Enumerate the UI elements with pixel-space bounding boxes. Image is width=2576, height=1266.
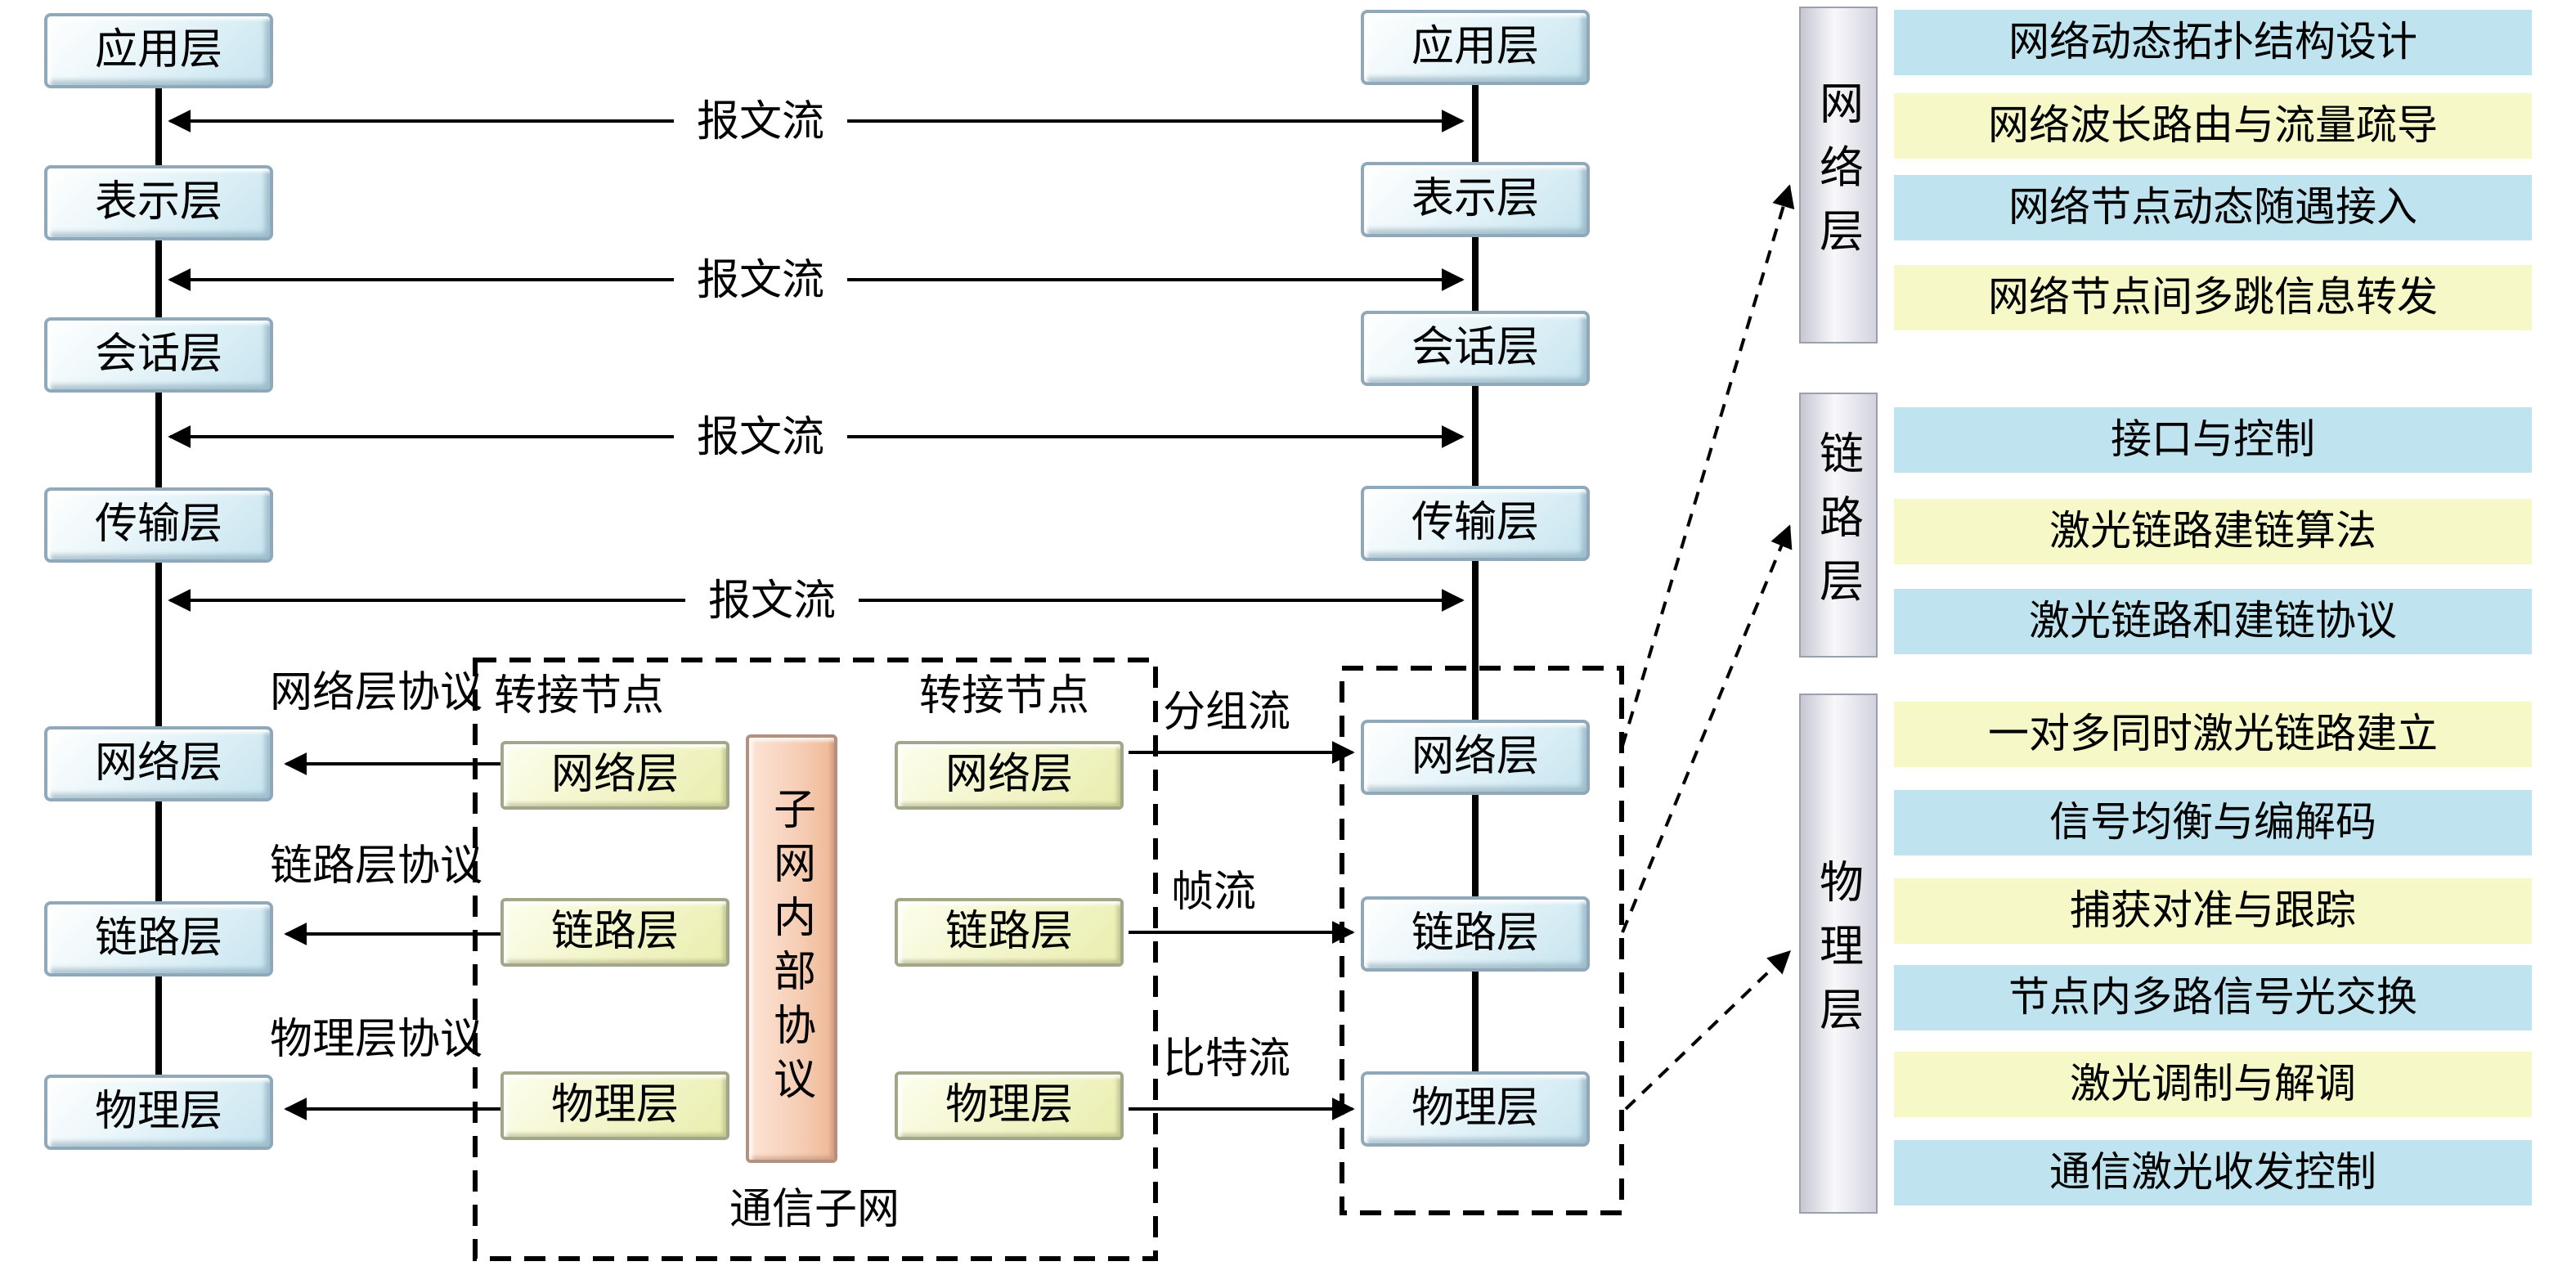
panel-network-layer-label: 网络层 (1799, 7, 1878, 343)
transit-node-label-right: 转接节点 (918, 672, 1090, 720)
subnet-left-network-box: 网络层 (500, 741, 729, 810)
frame-flow-label: 帧流 (1170, 869, 1257, 916)
network-protocol-label: 网络层协议 (269, 669, 483, 716)
subnet-left-physical-box: 物理层 (500, 1071, 729, 1140)
panel-item-link-setup-algorithm: 激光链路建链算法 (1894, 499, 2532, 564)
transit-node-label-left: 转接节点 (493, 672, 665, 720)
panel-item-laser-modulation: 激光调制与解调 (1894, 1052, 2532, 1117)
link-protocol-label: 链路层协议 (269, 842, 483, 890)
right-stack-application-box: 应用层 (1361, 10, 1590, 85)
message-flow-label-2: 报文流 (673, 255, 848, 307)
message-flow-label-1: 报文流 (673, 97, 848, 148)
link-layer-dashed-connector (1621, 524, 1793, 933)
panel-item-optical-switching: 节点内多路信号光交换 (1894, 965, 2532, 1030)
bit-flow-label: 比特流 (1162, 1035, 1291, 1083)
subnet-caption: 通信子网 (729, 1186, 900, 1233)
left-stack-link-box: 链路层 (44, 901, 273, 976)
right-stack-network-box: 网络层 (1361, 720, 1590, 795)
right-stack-transport-box: 传输层 (1361, 486, 1590, 561)
panel-physical-layer-label: 物理层 (1799, 694, 1878, 1214)
left-stack-session-box: 会话层 (44, 317, 273, 393)
physical-protocol-label: 物理层协议 (269, 1016, 483, 1063)
panel-item-topology-design: 网络动态拓扑结构设计 (1894, 10, 2532, 75)
right-stack-session-box: 会话层 (1361, 311, 1590, 386)
right-stack-link-box: 链路层 (1361, 896, 1590, 972)
left-stack-physical-box: 物理层 (44, 1075, 273, 1150)
panel-item-acquisition-tracking: 捕获对准与跟踪 (1894, 878, 2532, 944)
panel-item-wavelength-routing: 网络波长路由与流量疏导 (1894, 93, 2532, 159)
subnet-left-link-box: 链路层 (500, 898, 729, 967)
panel-item-dynamic-access: 网络节点动态随遇接入 (1894, 175, 2532, 240)
panel-link-layer-label: 链路层 (1799, 393, 1878, 658)
subnet-right-network-box: 网络层 (895, 741, 1124, 810)
panel-item-link-setup-protocol: 激光链路和建链协议 (1894, 589, 2532, 654)
physical-layer-dashed-connector (1624, 950, 1792, 1111)
panel-item-laser-transceiver: 通信激光收发控制 (1894, 1140, 2532, 1205)
left-stack-application-box: 应用层 (44, 13, 273, 88)
left-stack-transport-box: 传输层 (44, 487, 273, 563)
panel-item-equalization-codec: 信号均衡与编解码 (1894, 790, 2532, 855)
panel-item-multihop-forwarding: 网络节点间多跳信息转发 (1894, 265, 2532, 330)
subnet-internal-protocol-box: 子网内部协议 (746, 734, 837, 1163)
panel-item-interface-control: 接口与控制 (1894, 407, 2532, 473)
subnet-right-physical-box: 物理层 (895, 1071, 1124, 1140)
left-stack-network-box: 网络层 (44, 726, 273, 801)
right-stack-presentation-box: 表示层 (1361, 162, 1590, 237)
subnet-right-link-box: 链路层 (895, 898, 1124, 967)
right-stack-physical-box: 物理层 (1361, 1071, 1590, 1147)
left-stack-presentation-box: 表示层 (44, 165, 273, 240)
packet-flow-label: 分组流 (1162, 689, 1291, 736)
network-layer-dashed-connector (1621, 184, 1795, 747)
message-flow-label-3: 报文流 (673, 412, 848, 464)
panel-item-one-to-many-links: 一对多同时激光链路建立 (1894, 702, 2532, 767)
message-flow-label-4: 报文流 (684, 576, 859, 627)
